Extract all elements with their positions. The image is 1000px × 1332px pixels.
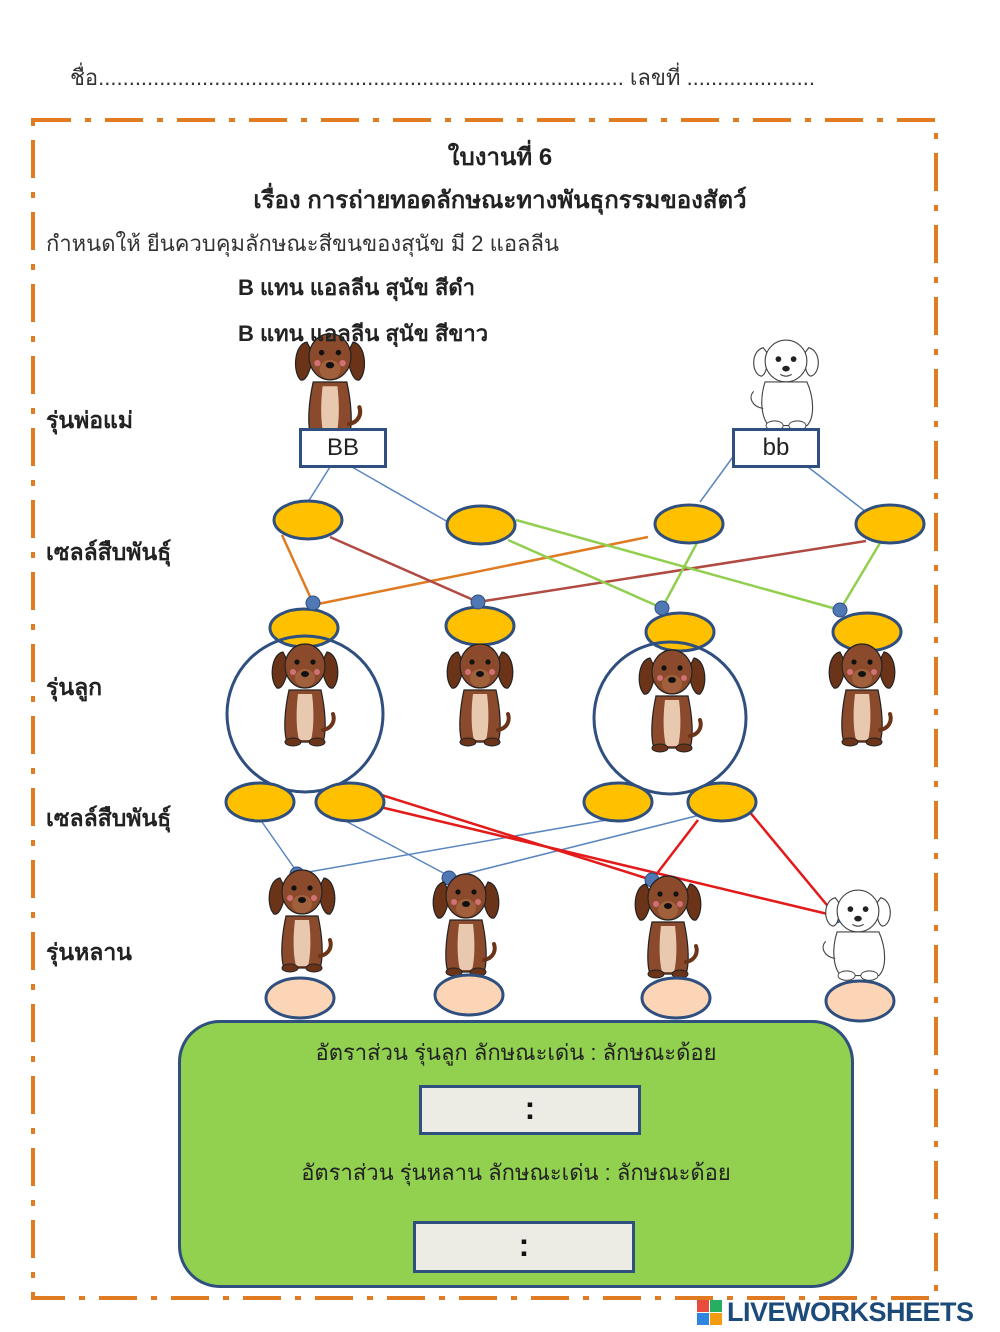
allele-definition-2: B แทน แอลลีน สุนัข สีขาว — [238, 321, 489, 346]
parent-white-dog-image — [750, 339, 819, 431]
gamete — [686, 781, 758, 823]
zygote — [444, 605, 516, 647]
answer-slots — [264, 973, 896, 1023]
gamete — [653, 503, 725, 545]
parent-left-genotype: BB — [299, 428, 387, 468]
label-gametes-2: เซลล์สืบพันธุ์ — [46, 805, 172, 831]
gametes-row-2 — [224, 781, 758, 823]
label-children: รุ่นลูก — [46, 674, 103, 700]
label-parents: รุ่นพ่อแม่ — [46, 407, 134, 433]
gamete — [314, 781, 386, 823]
gamete — [582, 781, 654, 823]
answer-slot — [433, 973, 505, 1017]
parent-right-genotype: bb — [732, 428, 820, 468]
liveworksheets-logo-icon — [697, 1300, 722, 1325]
worksheet-intro: กำหนดให้ ยีนควบคุมลักษณะสีขนของสุนัข มี … — [46, 231, 560, 256]
child-dog-image — [827, 642, 897, 748]
child-dog-image — [270, 642, 340, 748]
grandchild-dog-image — [633, 874, 703, 980]
ratio-panel: อัตราส่วน รุ่นลูก ลักษณะเด่น : ลักษณะด้อ… — [178, 1020, 854, 1288]
gamete — [224, 781, 296, 823]
label-gametes-1: เซลล์สืบพันธุ์ — [46, 539, 172, 565]
gametes-row-1 — [272, 499, 926, 546]
children-ratio-label: อัตราส่วน รุ่นลูก ลักษณะเด่น : ลักษณะด้อ… — [315, 1040, 717, 1065]
grandchild-white-dog-image — [822, 889, 891, 981]
zygote — [644, 611, 716, 653]
gamete — [854, 503, 926, 545]
child-dog-image — [637, 648, 707, 754]
answer-slot — [264, 976, 336, 1020]
parent-gamete-lines — [307, 449, 867, 523]
child-dog-image — [445, 642, 515, 748]
worksheet-frame — [31, 118, 938, 1300]
children-ratio-input[interactable]: : — [419, 1085, 641, 1135]
gamete — [445, 504, 517, 546]
grandchildren-ratio-input[interactable]: : — [413, 1221, 635, 1273]
allele-definition-1: B แทน แอลลีน สุนัข สีดำ — [238, 275, 476, 300]
worksheet-title: ใบงานที่ 6 — [447, 144, 553, 171]
fertilization-lines-1 — [280, 518, 882, 612]
student-name-number-line: ชื่อ....................................… — [70, 65, 815, 90]
answer-slot — [640, 976, 712, 1020]
fertilization-lines-2 — [261, 790, 837, 918]
zygotes-children — [268, 605, 903, 653]
liveworksheets-brand: LIVEWORKSHEETS — [727, 1297, 974, 1327]
selected-children-circles — [225, 634, 748, 796]
grandchild-dog-image — [431, 872, 501, 978]
worksheet-subject: เรื่อง การถ่ายทอดลักษณะทางพันธุกรรมของสั… — [253, 187, 747, 214]
grandchildren-ratio-label: อัตราส่วน รุ่นหลาน ลักษณะเด่น : ลักษณะด้… — [301, 1160, 731, 1185]
gamete — [272, 499, 344, 541]
label-grandchildren: รุ่นหลาน — [46, 939, 132, 965]
answer-slot — [824, 979, 896, 1023]
fusion-dots-2 — [289, 866, 844, 924]
grandchild-dog-image — [267, 868, 337, 974]
fusion-dots-1 — [305, 594, 848, 618]
